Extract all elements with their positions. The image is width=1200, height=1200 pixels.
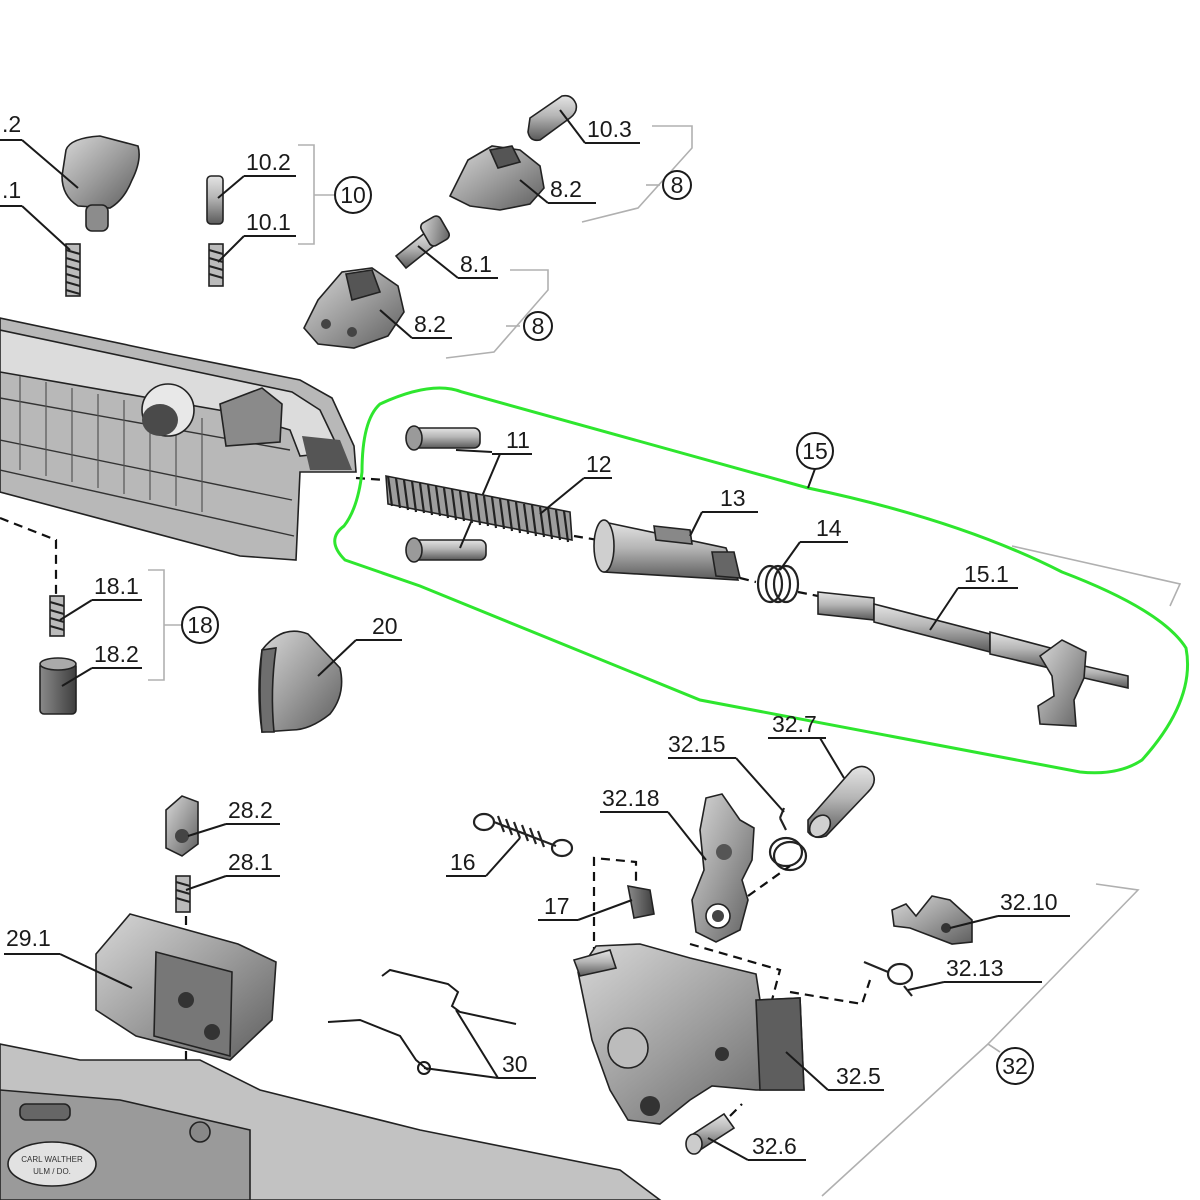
part-14-small-spring xyxy=(756,564,800,604)
label-32-6: 32.6 xyxy=(752,1133,797,1159)
part-18-1-spring xyxy=(49,595,65,637)
group-8-top-number: 8 xyxy=(671,172,684,198)
group-8-bottom-number: 8 xyxy=(532,313,545,339)
part-10-3-pin xyxy=(527,94,578,142)
label-12: 12 xyxy=(586,451,612,477)
callout-circle-15 xyxy=(796,432,834,470)
part-32-7-pin xyxy=(807,765,876,839)
part-18-2-plunger xyxy=(39,657,77,715)
group-15-number: 15 xyxy=(802,438,828,464)
label-29-1: 29.1 xyxy=(6,925,51,951)
callout-circle-10 xyxy=(334,176,372,214)
label-32-10: 32.10 xyxy=(1000,889,1058,915)
label-15-1: 15.1 xyxy=(964,561,1009,587)
part-11-pin-upper xyxy=(405,425,481,451)
label-32-7: 32.7 xyxy=(772,711,817,737)
label-32-15: 32.15 xyxy=(668,731,726,757)
part-12-recoil-spring xyxy=(385,475,573,543)
part-32-15-spring xyxy=(768,807,808,872)
label-20: 20 xyxy=(372,613,398,639)
label-2: .2 xyxy=(2,111,21,137)
callout-circle-18 xyxy=(181,606,219,644)
label-32-18: 32.18 xyxy=(602,785,660,811)
part-17-pin xyxy=(626,885,655,919)
callout-circle-8-top xyxy=(662,170,692,200)
label-30: 30 xyxy=(502,1051,528,1077)
label-17: 17 xyxy=(544,893,570,919)
frame-marking-line2: ULM / DO. xyxy=(33,1167,71,1176)
label-28-1: 28.1 xyxy=(228,849,273,875)
part-10-1-spring xyxy=(208,243,224,287)
label-8-1: 8.1 xyxy=(460,251,492,277)
label-10-3: 10.3 xyxy=(587,116,632,142)
label-16: 16 xyxy=(450,849,476,875)
part-32-18-sear xyxy=(691,793,755,943)
part-32-13-spring xyxy=(863,960,914,997)
label-10-2: 10.2 xyxy=(246,149,291,175)
part-8-1-screw xyxy=(394,215,450,270)
frame: CARL WALTHER ULM / DO. xyxy=(0,1043,662,1200)
label-28-2: 28.2 xyxy=(228,797,273,823)
label-10-1: 10.1 xyxy=(246,209,291,235)
part-28-2-block xyxy=(165,795,199,857)
label-18-2: 18.2 xyxy=(94,641,139,667)
frame-marking-line1: CARL WALTHER xyxy=(21,1155,83,1164)
part-2-knob xyxy=(61,135,140,232)
group-18-number: 18 xyxy=(187,612,213,638)
label-1: .1 xyxy=(2,177,21,203)
part-15-1-firing-pin xyxy=(817,591,1129,727)
slide xyxy=(0,317,357,561)
label-14: 14 xyxy=(816,515,842,541)
label-32-13: 32.13 xyxy=(946,955,1004,981)
callout-circle-8-bottom xyxy=(523,311,553,341)
part-30-springs xyxy=(327,968,517,1075)
label-8-2-bottom: 8.2 xyxy=(414,311,446,337)
label-18-1: 18.1 xyxy=(94,573,139,599)
part-10-2-pin xyxy=(206,175,224,225)
part-1-spring xyxy=(65,243,81,297)
part-28-1-spring xyxy=(175,875,191,913)
group-10-number: 10 xyxy=(340,182,366,208)
highlight-outline-group-15 xyxy=(333,386,1190,775)
part-29-1-locking-block xyxy=(95,913,277,1061)
part-20-decocker xyxy=(258,630,343,733)
label-8-2-top: 8.2 xyxy=(550,176,582,202)
label-11: 11 xyxy=(506,427,530,453)
part-11-pin-lower xyxy=(405,537,487,563)
part-32-6-pin xyxy=(685,1112,736,1155)
label-13: 13 xyxy=(720,485,746,511)
part-32-10-lever xyxy=(891,895,973,945)
part-8-2-rear-sight-top xyxy=(448,145,545,211)
part-32-5-trigger-housing xyxy=(572,943,805,1125)
group-32-number: 32 xyxy=(1002,1053,1028,1079)
part-16-spring xyxy=(472,812,574,858)
callout-circle-32 xyxy=(996,1047,1034,1085)
part-13-spring-guide-block xyxy=(593,519,742,581)
part-8-2-rear-sight-bottom xyxy=(303,267,405,349)
label-32-5: 32.5 xyxy=(836,1063,881,1089)
